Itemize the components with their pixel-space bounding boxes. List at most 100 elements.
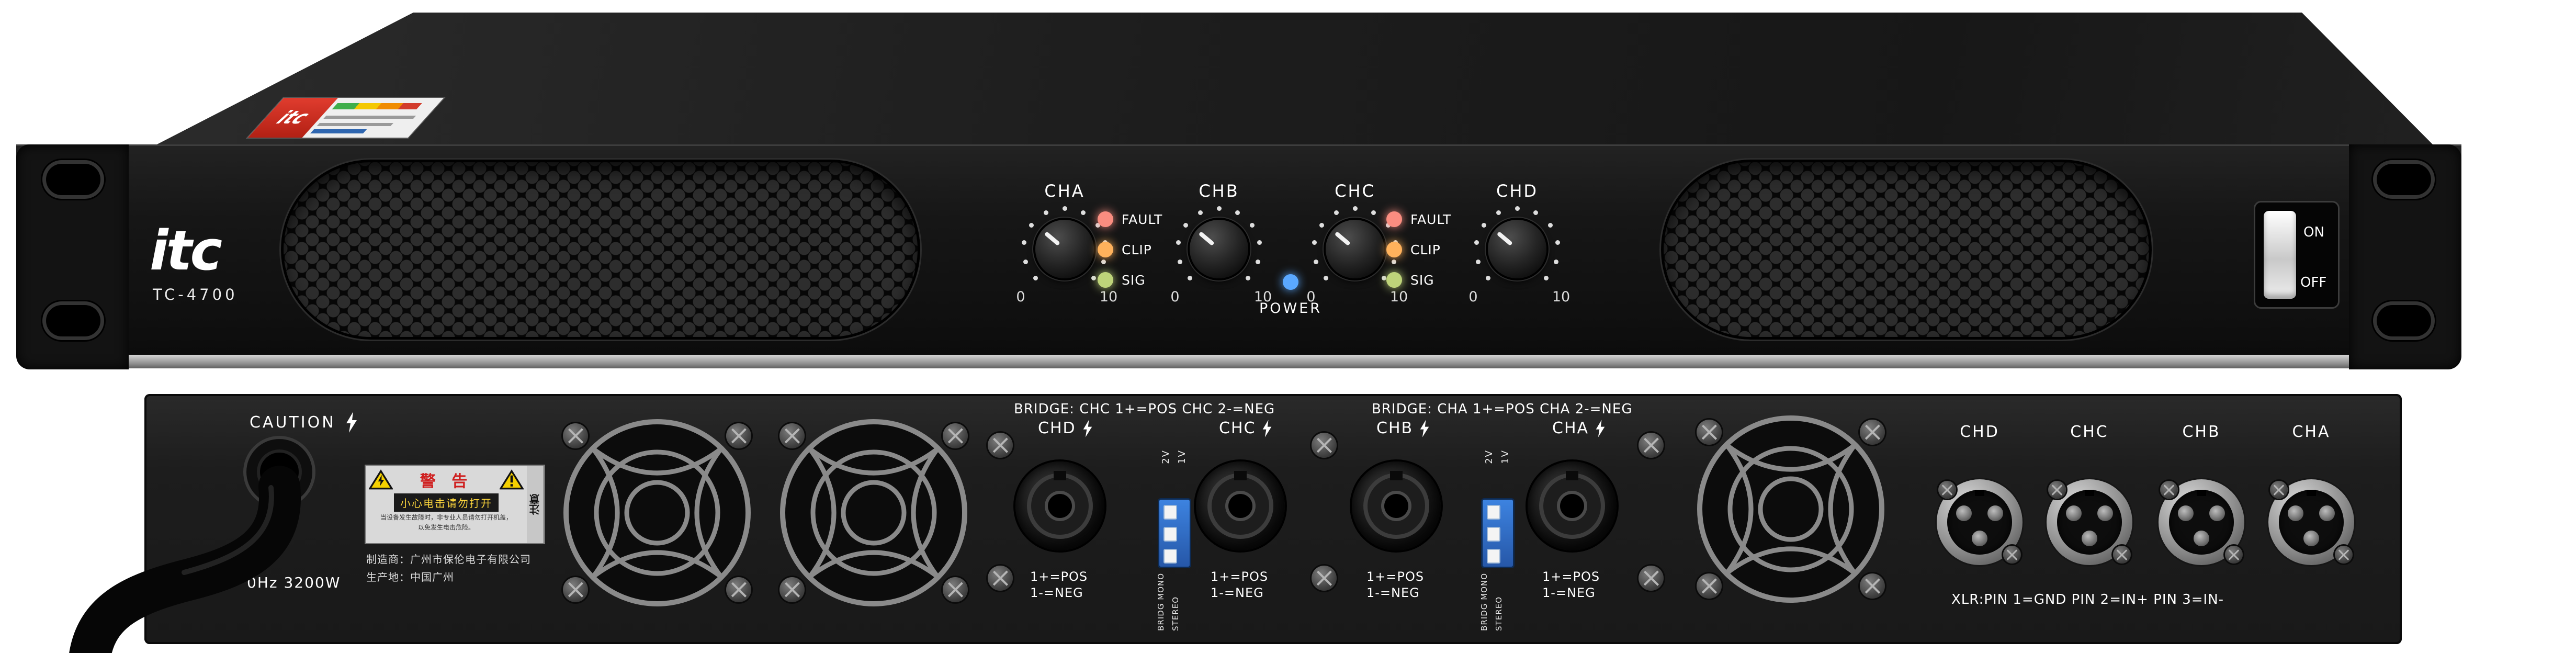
dip-label-bridg-mono: BRIDG MONO	[1156, 573, 1166, 631]
channel-label: CHC	[1335, 181, 1375, 201]
channel-label: CHD	[1496, 181, 1539, 201]
xlr-pin	[2303, 531, 2319, 546]
dip-toggle	[1163, 527, 1177, 542]
knob-tick	[1029, 222, 1034, 228]
screw-icon	[2270, 481, 2288, 499]
speakon-face	[1363, 471, 1429, 539]
screw-icon	[988, 433, 1013, 458]
knob-tick	[1324, 275, 1329, 280]
knob-tick	[1255, 259, 1260, 264]
bridge-label-right: BRIDGE: CHA 1+=POS CHA 2-=NEG	[1372, 401, 1633, 417]
knob-tick	[1080, 210, 1086, 215]
rack-slot	[42, 160, 104, 199]
scale-min-label: 0	[1016, 289, 1025, 305]
knob-tick	[1257, 240, 1262, 245]
xlr-face	[2057, 490, 2122, 555]
xlr-pin	[2194, 531, 2209, 546]
speakon-label-chb: CHB	[1376, 419, 1430, 437]
screw-icon	[2225, 546, 2243, 564]
dip-toggle	[1487, 527, 1500, 542]
clip-led	[1098, 242, 1113, 257]
knob-tick	[1555, 240, 1560, 245]
rack-ear-right	[2349, 144, 2461, 369]
pos-label: 1+=POS	[1542, 569, 1600, 584]
screw-icon	[1639, 566, 1664, 591]
speakon-channel-name: CHD	[1038, 419, 1076, 437]
warning-subtitle: 小心电击请勿打开	[394, 493, 499, 512]
rack-slot	[2373, 160, 2435, 199]
knob-tick	[1533, 210, 1538, 215]
dip-label-2v: 2V	[1484, 449, 1495, 464]
warning-side-label: 注意	[527, 466, 544, 543]
knob-tick	[1198, 210, 1203, 215]
power-switch: ON OFF	[2254, 201, 2340, 309]
knob-tick	[1496, 210, 1501, 215]
screw-icon	[779, 423, 805, 448]
dip-label-1v: 1V	[1500, 449, 1511, 464]
speakon-connector-chc	[1196, 461, 1285, 550]
knob-tick	[1381, 275, 1386, 280]
screw-icon	[2335, 546, 2353, 564]
speakon-notch	[1054, 471, 1066, 480]
speakon-connector-chd	[1015, 461, 1104, 550]
lightning-bolt-icon	[1263, 419, 1272, 437]
knob-tick	[1314, 259, 1319, 264]
xlr-pin	[2209, 505, 2225, 521]
knob-tick	[1482, 222, 1487, 228]
power-label: POWER	[1259, 300, 1323, 317]
dip-gain-labels: 2V 1V	[1160, 449, 1188, 464]
speakon-notch	[1566, 471, 1578, 480]
knob-tick	[1515, 206, 1520, 211]
model-number: TC-4700	[153, 286, 238, 303]
knob-tick	[1095, 222, 1100, 228]
speakon-channel-name: CHB	[1376, 419, 1414, 437]
speakon-connector-cha	[1528, 461, 1617, 550]
vent-grille-left	[279, 158, 922, 341]
vent-grille-right	[1659, 158, 2153, 341]
knob-tick	[1476, 259, 1481, 264]
screw-icon	[943, 423, 968, 448]
dip-switch-left	[1158, 498, 1191, 568]
polarity-label-chd: 1+=POS 1-=NEG	[1030, 569, 1088, 601]
knob-tick	[1216, 206, 1222, 211]
fault-led	[1386, 211, 1402, 227]
dip-mode-labels: BRIDG MONO STEREO	[1479, 573, 1504, 631]
signal-led	[1386, 272, 1402, 288]
caution-label: CAUTION	[250, 412, 358, 433]
dip-mode-labels: BRIDG MONO STEREO	[1156, 573, 1180, 631]
knob-tick-marks	[1473, 205, 1562, 294]
speakon-face	[1539, 471, 1605, 539]
clip-led-label: CLIP	[1410, 242, 1441, 257]
scale-min-label: 0	[1468, 289, 1478, 305]
gain-knob-cha	[1035, 220, 1094, 278]
dip-gain-labels: 2V 1V	[1484, 449, 1511, 464]
led-group-cd: FAULT CLIP SIG	[1386, 204, 1451, 295]
fault-led-label: FAULT	[1122, 211, 1163, 227]
xlr-pin	[2319, 505, 2335, 521]
screw-icon	[1697, 420, 1722, 445]
speakon-notch	[1390, 471, 1403, 480]
clip-led-label: CLIP	[1122, 242, 1152, 257]
xlr-latch-notch	[1975, 490, 1984, 496]
power-rating-text: 0Hz 3200W	[247, 574, 341, 591]
speakon-center-hole	[1560, 494, 1584, 518]
xlr-pin	[2178, 505, 2194, 521]
screw-icon	[1312, 433, 1337, 458]
knob-tick	[1371, 210, 1376, 215]
screw-icon	[2160, 481, 2178, 499]
knob-tick	[1319, 222, 1325, 228]
knob-tick	[1023, 259, 1029, 264]
knob-tick	[1543, 275, 1549, 280]
knob-tick	[1385, 222, 1391, 228]
fan-grille	[1697, 415, 1885, 603]
gain-knob-chd	[1488, 220, 1546, 278]
speakon-face	[1027, 471, 1093, 539]
lightning-bolt-icon	[1596, 419, 1605, 437]
knob-tick	[1352, 206, 1358, 211]
front-bottom-trim	[129, 355, 2349, 368]
bridge-label-left: BRIDGE: CHC 1+=POS CHC 2-=NEG	[1014, 401, 1275, 417]
speakon-center-hole	[1228, 494, 1252, 518]
power-led	[1283, 274, 1298, 290]
dip-toggle	[1487, 549, 1500, 564]
caution-text: CAUTION	[250, 413, 336, 432]
